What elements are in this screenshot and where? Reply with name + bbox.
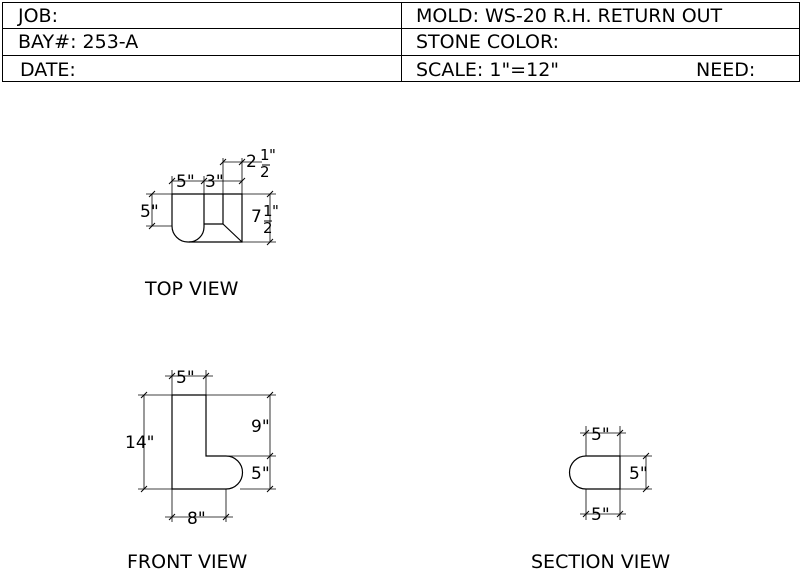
dim-section-top-5: 5" [591,425,610,445]
top-view-arc [188,226,205,243]
top-view-edge [222,223,243,243]
title-block: JOB: BAY#: 253-A DATE: MOLD: WS-20 R.H. … [2,2,800,82]
section-view-ticks [582,429,650,518]
dim-front-8: 8" [187,509,206,529]
stone-color-field: STONE COLOR: [416,31,559,53]
front-view-extension-lines [138,370,276,522]
top-view-label: TOP VIEW [144,278,239,300]
job-field: JOB: [18,5,58,27]
dim-top-5: 5" [176,172,195,192]
top-view: 5" 3" 5" 2 1 2 " 7 1 2 " TOP VIEW [140,146,279,300]
dim-front-14: 14" [125,433,154,453]
section-view-extension-lines [580,426,652,520]
dim-front-9: 9" [251,417,270,437]
dim-top-2-den: 2 [260,163,270,181]
dim-top-3: 3" [205,172,224,192]
mold-field: MOLD: WS-20 R.H. RETURN OUT [416,5,723,27]
front-view-ticks [140,372,274,521]
dim-front-top-5: 5" [176,368,195,388]
front-view-outline [171,394,244,490]
dim-top-7-whole: 7 [251,207,262,227]
dim-top-2-whole: 2 [246,152,257,172]
scale-field: SCALE: 1"=12" [416,59,560,81]
dim-top-2-inch: " [269,146,276,164]
front-view-label: FRONT VIEW [127,551,248,571]
dim-section-bottom-5: 5" [591,505,610,525]
top-view-ticks [148,158,274,246]
dim-top-7-inch: " [272,202,279,220]
top-view-extension-lines [146,158,276,243]
need-field: NEED: [696,59,756,81]
section-view: 5" 5" 5" SECTION VIEW [531,425,670,571]
date-field: DATE: [20,59,76,81]
section-view-outline [568,455,621,490]
dim-top-7-den: 2 [263,219,273,237]
dim-section-right-5: 5" [629,464,648,484]
bay-field: BAY#: 253-A [18,31,139,53]
front-view: 5" 14" 9" 5" 8" FRONT VIEW [125,368,276,571]
dim-top-7-num: 1 [263,202,273,220]
section-view-label: SECTION VIEW [531,551,670,571]
dim-top-2-num: 1 [260,146,270,164]
dim-front-5: 5" [251,464,270,484]
top-view-outline [171,193,243,243]
dim-top-left-5: 5" [140,202,159,222]
